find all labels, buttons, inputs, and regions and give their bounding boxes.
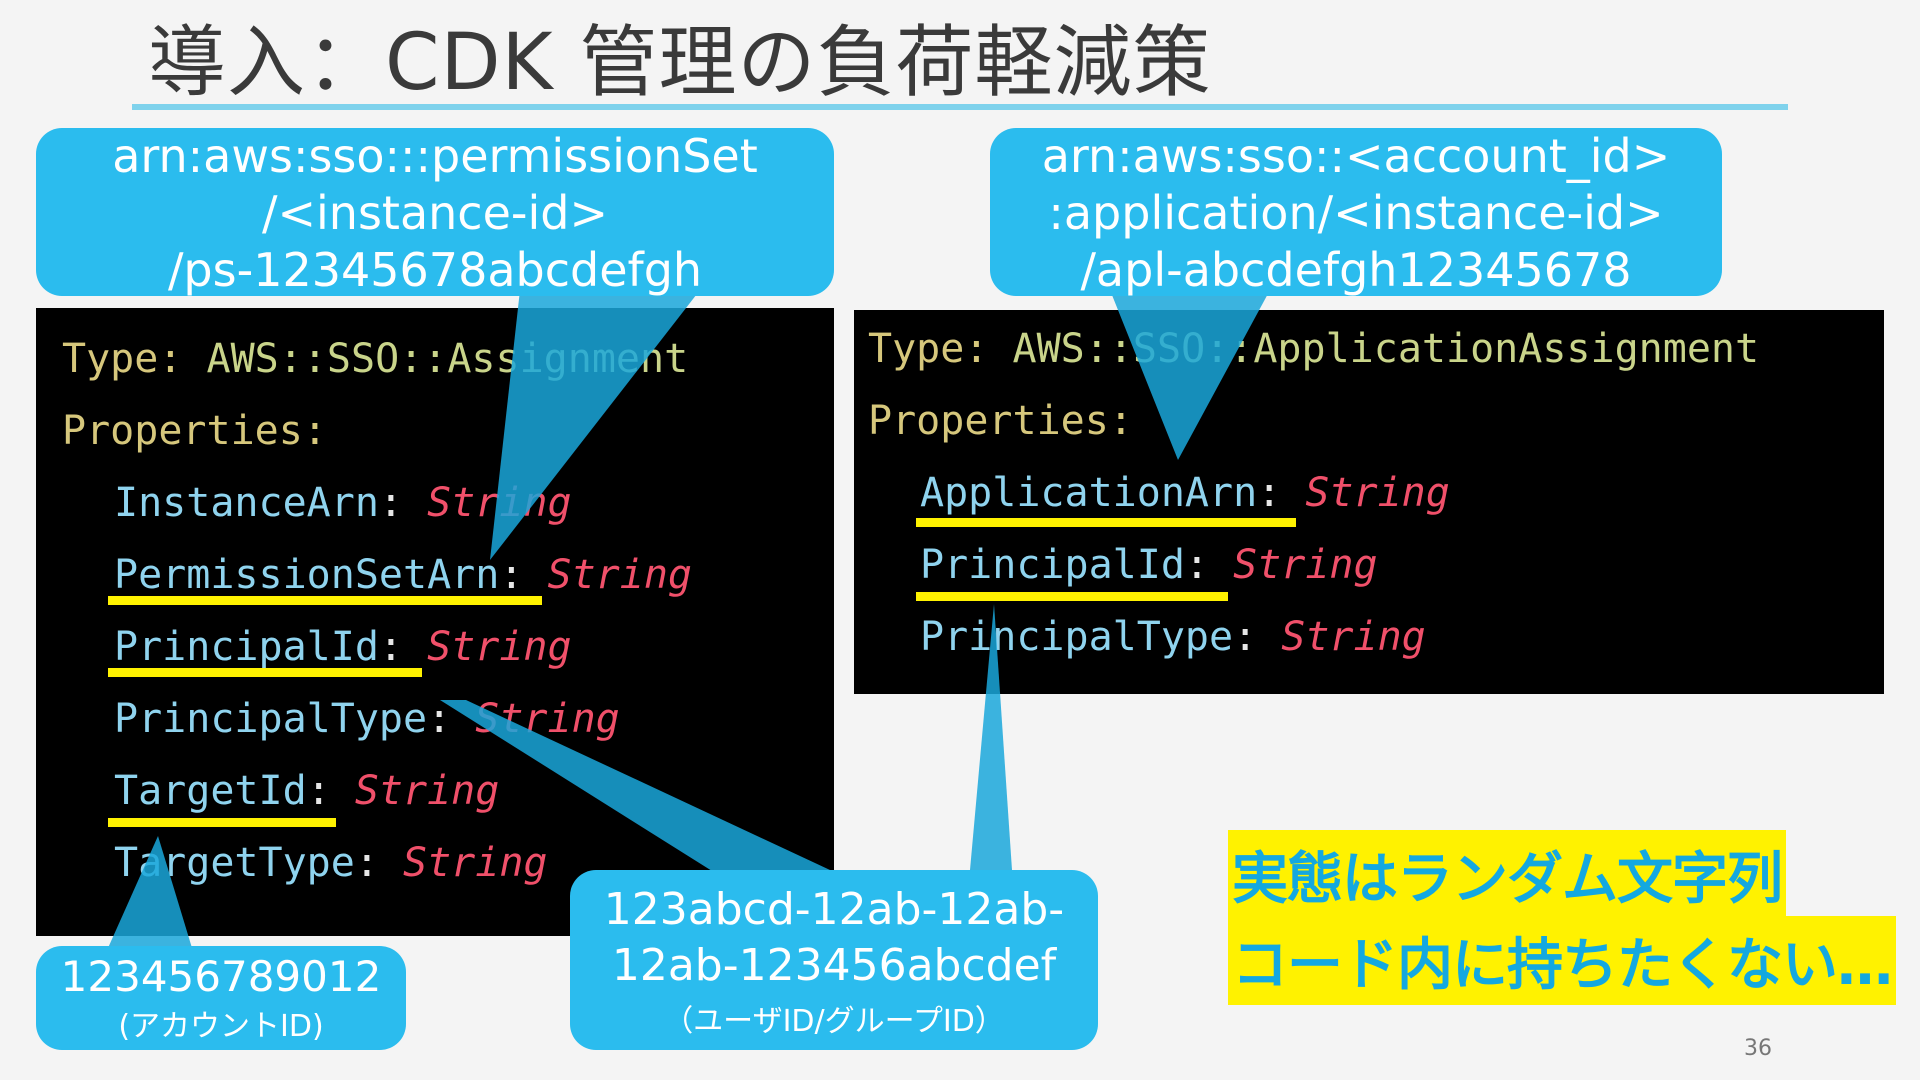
type-line: Type: AWS::SSO::Assignment [62, 336, 689, 382]
properties-line: Properties: [868, 398, 1133, 444]
callout-application-arn: arn:aws:sso::<account_id> :application/<… [990, 128, 1722, 297]
prop-principal-type: PrincipalType: String [114, 696, 620, 742]
prop-target-id: TargetId: String [114, 768, 500, 814]
prop-principal-id: PrincipalId: String [920, 542, 1378, 588]
slide-title: 導入：CDK 管理の負荷軽減策 [148, 18, 1212, 108]
prop-target-type: TargetType: String [114, 840, 548, 886]
underline-principal-id-left [108, 668, 422, 677]
code-block-application-assignment: Type: AWS::SSO::ApplicationAssignment Pr… [854, 310, 1884, 694]
prop-permission-set-arn: PermissionSetArn: String [114, 552, 692, 598]
prop-instance-arn: InstanceArn: String [114, 480, 572, 526]
note-random-string: 実態はランダム文字列 [1228, 830, 1786, 919]
page-number: 36 [1744, 1036, 1772, 1061]
callout-permission-set-arn: arn:aws:sso:::permissionSet /<instance-i… [36, 128, 834, 297]
prop-application-arn: ApplicationArn: String [920, 470, 1450, 516]
underline-application-arn [916, 518, 1296, 527]
title-divider [132, 104, 1788, 110]
callout-principal-id: 123abcd-12ab-12ab- 12ab-123456abcdef （ユー… [570, 870, 1098, 1050]
note-not-in-code: コード内に持ちたくない… [1228, 916, 1896, 1005]
properties-line: Properties: [62, 408, 327, 454]
prop-principal-id: PrincipalId: String [114, 624, 572, 670]
underline-principal-id-right [916, 592, 1228, 601]
type-line: Type: AWS::SSO::ApplicationAssignment [868, 326, 1760, 372]
prop-principal-type: PrincipalType: String [920, 614, 1426, 660]
underline-permission-set-arn [108, 596, 542, 605]
underline-target-id [108, 818, 336, 827]
callout-account-id: 123456789012 (アカウントID) [36, 946, 406, 1050]
code-block-assignment: Type: AWS::SSO::Assignment Properties: I… [36, 308, 834, 936]
